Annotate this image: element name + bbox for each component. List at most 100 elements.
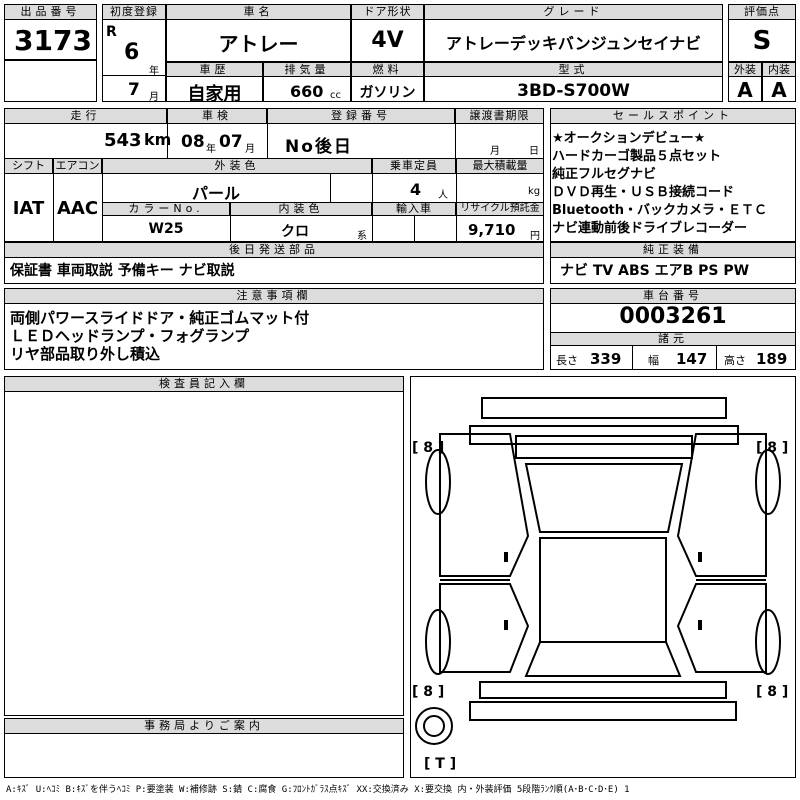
sales-point-line: ＤＶＤ再生・ＵＳＢ接続コード: [552, 185, 735, 200]
mark-rear-left: [ 8 ]: [412, 684, 445, 700]
transfer-label: 譲渡書期限: [455, 108, 544, 124]
inspector-box: [4, 376, 404, 716]
inspection-year-unit: 年: [206, 144, 216, 155]
int-color-unit: 系: [357, 231, 367, 242]
inspection-year: 08: [181, 132, 205, 152]
width-label: 幅: [648, 354, 659, 367]
inspection-month: 07: [219, 132, 243, 152]
interior-grade: A: [771, 78, 787, 102]
wheel-front-right: [755, 449, 781, 515]
fuel-label: 燃料: [351, 62, 424, 77]
shift: IAT: [12, 198, 45, 219]
rear-window: [524, 641, 682, 677]
legend: A:ｷｽﾞ U:ﾍｺﾐ B:ｷｽﾞを伴うﾍｺﾐ P:要塗装 W:補修跡 S:錆 …: [6, 785, 630, 795]
inspection-month-unit: 月: [245, 144, 255, 155]
sales-point-line: 純正フルセグナビ: [552, 167, 657, 182]
left-side-front: [439, 433, 530, 577]
notes-label: 注意事項欄: [4, 288, 544, 304]
exterior-grade: A: [737, 78, 753, 102]
color-no-label: カラーNo.: [102, 202, 230, 216]
rear-bumper: [469, 701, 737, 721]
year-unit: 年: [149, 66, 159, 77]
roof: [539, 537, 667, 643]
recycle-unit: 円: [530, 231, 540, 242]
recycle: 9,710: [468, 221, 516, 239]
transfer-day-unit: 日: [529, 146, 539, 157]
score: S: [752, 26, 772, 56]
chassis-label: 車台番号: [550, 288, 796, 304]
note-line: リヤ部品取り外し積込: [10, 345, 161, 363]
height: 189: [756, 350, 788, 368]
shift-label: シフト: [4, 158, 53, 174]
ac-label: エアコン: [53, 158, 102, 174]
width: 147: [676, 350, 708, 368]
first-reg-label: 初度登録: [102, 4, 166, 20]
later-items: 保証書 車両取説 予備キー ナビ取説: [10, 263, 235, 279]
mileage: 543: [104, 130, 142, 151]
length: 339: [590, 350, 622, 368]
displacement-unit: cc: [330, 90, 341, 101]
note-line: ＬＥＤヘッドランプ・フォグランプ: [10, 327, 250, 345]
door-type: 4V: [371, 28, 404, 53]
lot-number-label: 出品番号: [4, 4, 97, 20]
lot-number: 3173: [14, 24, 92, 57]
wheel-front-left: [425, 449, 451, 515]
color: パール: [191, 184, 240, 203]
month-unit: 月: [149, 92, 159, 103]
right-side-rear: [676, 583, 767, 673]
reg-year: 6: [124, 40, 140, 65]
length-label: 長さ: [556, 354, 578, 367]
mark-rear-right: [ 8 ]: [756, 684, 789, 700]
note-line: 両側パワースライドドア・純正ゴムマット付: [10, 309, 310, 327]
right-side-front: [676, 433, 767, 577]
color-no: W25: [148, 221, 184, 237]
int-color: クロ: [281, 224, 309, 240]
interior-label: 内装: [762, 62, 796, 77]
rear-gate: [479, 681, 727, 699]
wheel-rear-right: [755, 609, 781, 675]
car-name: アトレー: [218, 32, 299, 56]
ac: AAC: [56, 198, 99, 219]
door-label: ドア形状: [351, 4, 424, 20]
model: 3BD-S700W: [517, 81, 630, 101]
car-name-label: 車名: [166, 4, 351, 20]
wheel-rear-left: [425, 609, 451, 675]
spare-wheel: [415, 707, 453, 745]
displacement: 660: [290, 82, 324, 101]
reg-no: No後日: [285, 137, 353, 157]
exterior-label: 外装: [728, 62, 762, 77]
load-unit: kg: [528, 186, 541, 197]
mileage-label: 走行: [4, 108, 167, 124]
sales-point-line: ハードカーゴ製品５点セット: [552, 149, 722, 164]
score-label: 評価点: [728, 4, 796, 20]
front-bumper: [481, 397, 727, 419]
displacement-label: 排気量: [263, 62, 351, 77]
int-color-label: 内装色: [230, 202, 372, 216]
capacity-label: 乗車定員: [372, 158, 456, 174]
sales-point-line: ナビ連動前後ドライブレコーダー: [552, 221, 748, 236]
car-diagram-box: [410, 376, 796, 778]
reg-no-label: 登録番号: [267, 108, 455, 124]
windshield-frame: [515, 435, 693, 459]
model-label: 型式: [424, 62, 723, 77]
height-label: 高さ: [724, 354, 746, 367]
lot-blank-box: [4, 60, 97, 102]
equipment: ナビ TV ABS エアB PS PW: [560, 263, 750, 279]
grade-label: グレード: [424, 4, 723, 20]
sales-points-label: セールスポイント: [550, 108, 796, 124]
history-label: 車歴: [166, 62, 263, 77]
mark-front-right: [ 8 ]: [756, 440, 789, 456]
sales-point-line: Bluetooth・バックカメラ・ＥＴＣ: [552, 203, 767, 218]
mark-front-left: [ 8 ]: [412, 440, 445, 456]
transfer-month-unit: 月: [490, 146, 500, 157]
capacity-unit: 人: [438, 190, 448, 201]
capacity: 4: [410, 180, 422, 199]
equipment-label: 純正装備: [550, 242, 796, 258]
mark-tyre: [ T ]: [424, 756, 457, 772]
history: 自家用: [187, 84, 242, 105]
office-label: 事務局よりご案内: [4, 718, 404, 734]
dimensions-label: 諸元: [550, 332, 796, 346]
reg-month: 7: [128, 80, 140, 100]
inspection-label: 車検: [167, 108, 267, 124]
windshield: [524, 463, 684, 533]
